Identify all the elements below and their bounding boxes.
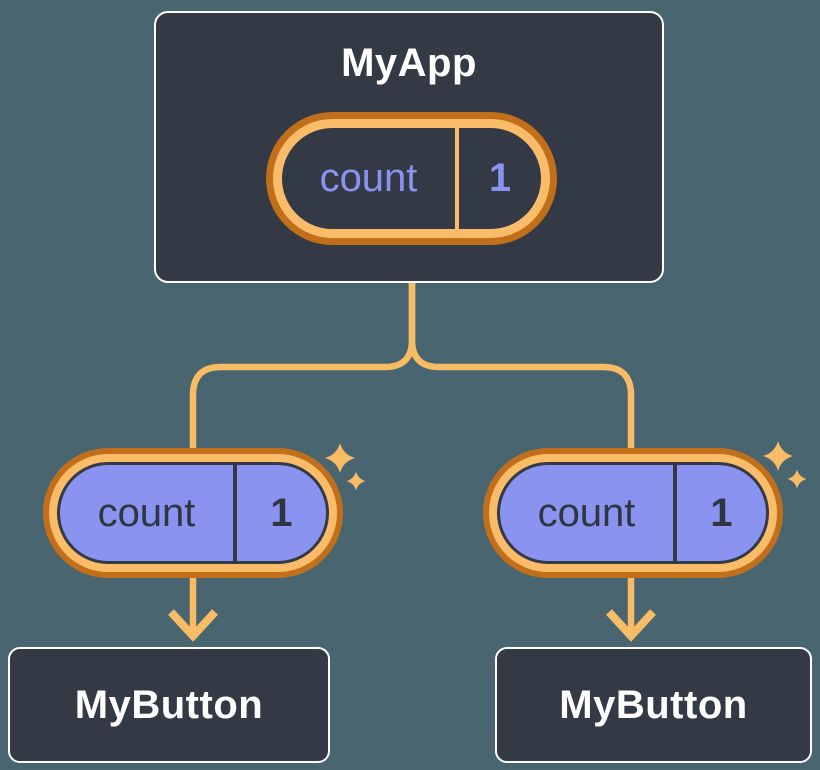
connector-root-to-left-child <box>189 278 416 632</box>
node-title: MyButton <box>559 682 748 727</box>
prop-pill-right: count 1 <box>497 462 769 564</box>
state-pill-label: count <box>319 156 418 200</box>
arrowhead-left-icon <box>168 609 218 642</box>
pill-divider <box>233 465 237 561</box>
pill-divider <box>455 128 459 229</box>
node-title: MyButton <box>74 682 264 727</box>
sparkle-icon <box>763 441 807 489</box>
node-title: MyApp <box>341 41 477 85</box>
pill-divider <box>673 465 677 561</box>
prop-pill-label: count <box>537 490 636 535</box>
prop-pill-value: 1 <box>270 490 293 535</box>
connector-root-to-right-child <box>408 278 635 632</box>
sparkle-icon <box>325 443 366 491</box>
prop-pill-left: count 1 <box>57 462 329 564</box>
state-pill-value: 1 <box>488 156 512 200</box>
prop-pill-label: count <box>97 490 196 535</box>
node-mybutton-right: MyButton <box>495 647 812 763</box>
state-pill: count 1 <box>273 119 550 238</box>
prop-pill-value: 1 <box>710 490 733 535</box>
node-mybutton-left: MyButton <box>8 647 330 763</box>
arrowhead-right-icon <box>606 609 656 642</box>
